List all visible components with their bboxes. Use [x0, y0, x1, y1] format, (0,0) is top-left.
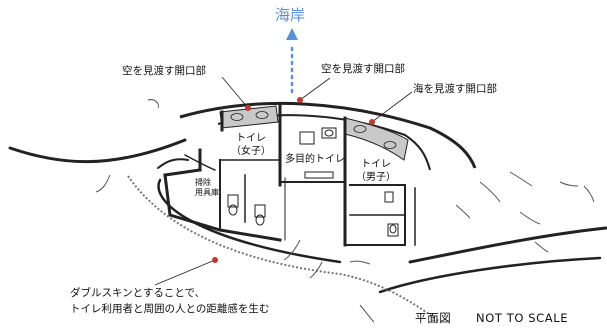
coast-direction-arrow — [286, 28, 298, 98]
double-skin-line — [127, 175, 441, 323]
building-walls — [163, 104, 416, 247]
scale-note: NOT TO SCALE — [476, 311, 569, 325]
room-label-women-toilet: トイレ （女子） — [231, 133, 271, 157]
plan-title: 平面図 — [415, 311, 452, 325]
note-line-2: トイレ利用者と周囲の人との距離感を生む — [70, 303, 270, 315]
room-label-men-toilet: トイレ （男子） — [356, 159, 396, 183]
openings — [219, 105, 409, 161]
room-label-cleaning-storage: 掃除 用具庫 — [195, 178, 219, 197]
coast-label: 海岸 — [275, 6, 306, 24]
decorative-marks — [95, 99, 595, 323]
opening-right — [344, 117, 409, 161]
opening-label-sky-center: 空を見渡す開口部 — [321, 63, 405, 75]
leaders — [154, 76, 413, 286]
opening-label-sea: 海を見渡す開口部 — [413, 83, 497, 95]
note-line-1: ダブルスキンとすることで、 — [70, 287, 206, 299]
opening-label-sky-left: 空を見渡す開口部 — [122, 65, 206, 77]
room-label-multipurpose-toilet: 多目的トイレ — [285, 154, 345, 165]
fixtures — [227, 127, 399, 237]
